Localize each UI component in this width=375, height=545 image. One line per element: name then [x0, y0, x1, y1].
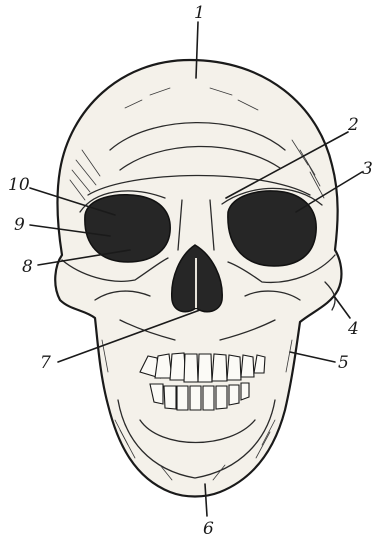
label-4: 4 [347, 319, 359, 339]
label-5: 5 [338, 353, 349, 373]
label-7: 7 [40, 353, 51, 373]
label-6: 6 [203, 519, 214, 539]
label-8: 8 [22, 257, 33, 277]
skull-drawing [55, 60, 341, 497]
left-orbit [85, 195, 170, 262]
leader-line-5 [290, 352, 335, 362]
leader-line-4 [334, 296, 350, 318]
label-9: 9 [14, 215, 25, 235]
label-10: 10 [8, 175, 30, 195]
right-orbit [228, 191, 316, 266]
label-1: 1 [194, 3, 205, 23]
label-3: 3 [362, 159, 373, 179]
label-2: 2 [347, 115, 359, 135]
